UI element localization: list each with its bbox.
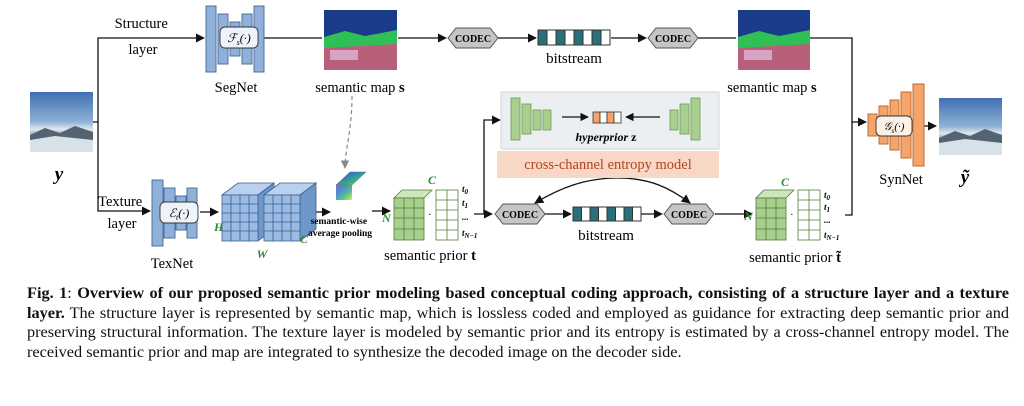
hyperprior-box [500, 91, 720, 150]
semantic-strip [335, 171, 367, 186]
dim-h-label: H [213, 220, 224, 234]
semantic-map-right [738, 10, 810, 70]
codec-bottom-decoder: CODEC [663, 203, 715, 225]
semantic-map-left [324, 10, 397, 70]
segnet-func: ℱs(·) [227, 31, 251, 47]
architecture-diagram: y ỹ Structure layer Texture layer [30, 5, 1002, 272]
bitstream-top-label: bitstream [546, 51, 602, 67]
synnet-label: SynNet [879, 172, 923, 188]
hyperprior-label: hyperprior z [576, 130, 638, 144]
caption-bold: Overview of our proposed semantic prior … [27, 283, 1009, 322]
prior-left-dots: · [428, 209, 432, 221]
flow-lines [93, 33, 937, 219]
semantic-map-right-label: semantic map s [727, 80, 817, 96]
caption-colon: : [67, 283, 78, 302]
input-image [30, 92, 93, 152]
semantic-map-left-label: semantic map s [315, 80, 405, 96]
dim-c2-label: C [428, 173, 437, 187]
synnet-func-box [875, 115, 913, 137]
semantic-strip-face [336, 185, 352, 200]
dim-c3-label: C [781, 175, 790, 189]
svg-text:CODEC: CODEC [502, 210, 538, 221]
semantic-prior-right [755, 189, 821, 241]
dim-n3-label: N [743, 209, 754, 223]
input-label: y [53, 164, 64, 185]
structure-layer-label: Structure layer [115, 16, 172, 58]
entropy-model-box [497, 151, 719, 178]
segnet-func-box [219, 26, 259, 49]
output-image [939, 98, 1002, 155]
texture-layer-label: Texture layer [98, 194, 146, 232]
bitstream-bottom-label: bitstream [578, 228, 634, 244]
texnet-func: ℰt(·) [169, 206, 190, 222]
semantic-prior-left [393, 189, 459, 241]
svg-text:CODEC: CODEC [671, 210, 707, 221]
caption-fig-label: Fig. 1 [27, 283, 68, 302]
entropy-model-label: cross-channel entropy model [524, 157, 692, 173]
bitstream-top-bar [537, 29, 611, 46]
bitstream-bottom-bar [572, 206, 642, 222]
dim-n2-label: N [381, 211, 392, 225]
feature-cube [220, 182, 318, 242]
prior-right-label: semantic prior t̃ [749, 250, 841, 266]
output-label: ỹ [959, 167, 970, 188]
t-indices-right: t0 t1 ... tN−1 [824, 190, 839, 242]
codec-top-encoder: CODEC [447, 27, 499, 49]
svg-text:CODEC: CODEC [455, 34, 491, 45]
codec-bottom-encoder: CODEC [494, 203, 546, 225]
svg-text:CODEC: CODEC [655, 34, 691, 45]
t-indices-left: t0 t1 ... tN−1 [462, 184, 477, 240]
prior-left-label: semantic prior t [384, 248, 476, 264]
texnet-func-box [159, 201, 199, 224]
figure-caption: Fig. 1: Overview of our proposed semanti… [27, 283, 1009, 361]
segnet-label: SegNet [215, 80, 258, 96]
guidance-arrow [340, 95, 353, 169]
dim-c-label: C [300, 232, 309, 246]
caption-body: The structure layer is represented by se… [27, 302, 1009, 361]
pooling-label: semantic-wise average pooling [308, 217, 372, 239]
texnet-label: TexNet [151, 256, 193, 272]
prior-right-dots: · [790, 209, 794, 221]
dim-w-label: W [257, 247, 269, 261]
synnet-func: 𝒢s(·) [884, 121, 905, 135]
codec-top-decoder: CODEC [647, 27, 699, 49]
